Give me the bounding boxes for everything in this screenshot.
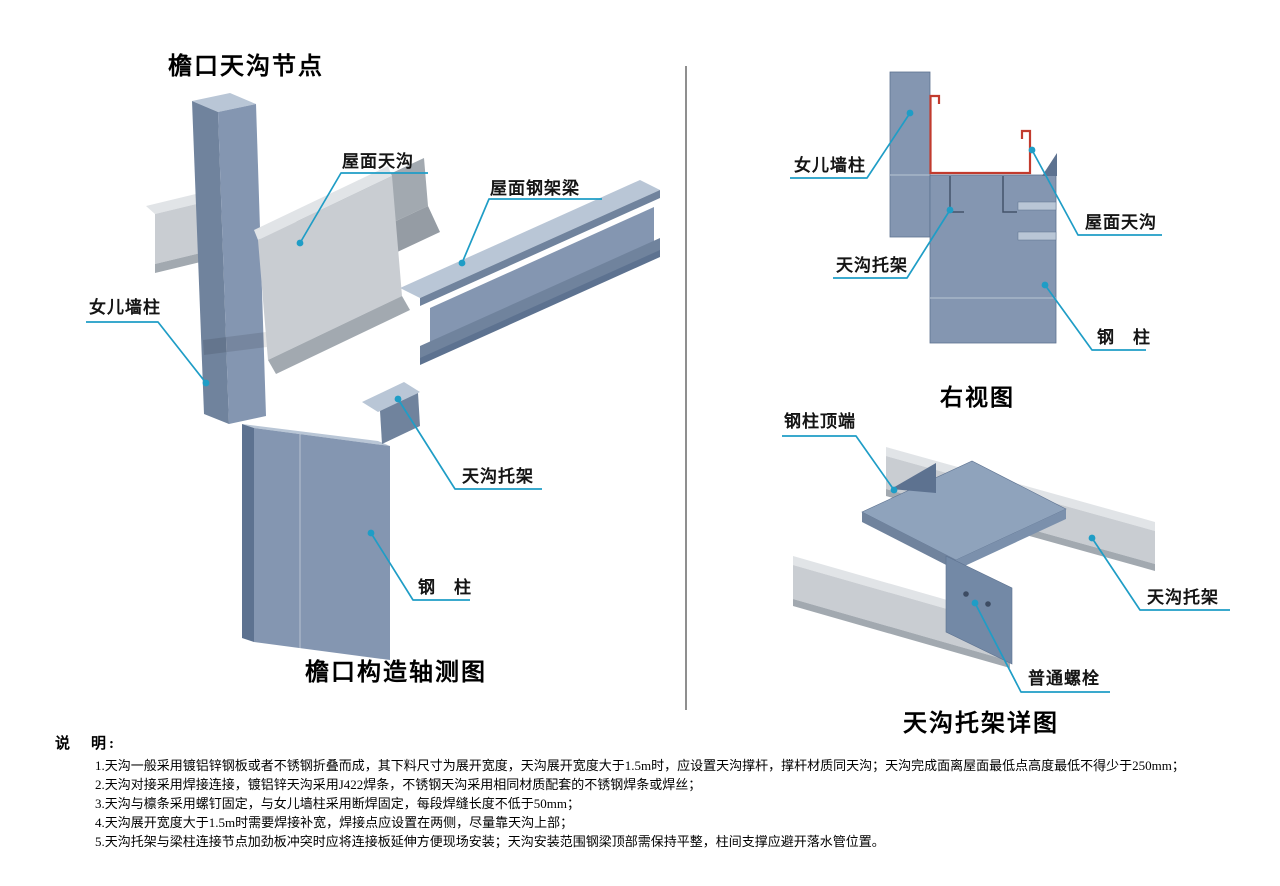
leader-gutter-bracket [397, 398, 542, 490]
leader-common-bolt [974, 602, 1110, 693]
notes-block: 说 明: 1.天沟一般采用镀铝锌钢板或者不锈钢折叠而成，其下料尺寸为展开宽度，天… [55, 732, 1270, 851]
note-line-2: 2.天沟对接采用焊接连接，镀铝锌天沟采用J422焊条，不锈钢天沟采用相同材质配套… [95, 777, 702, 792]
leader-dots [202, 109, 1096, 607]
iso-view-drawing [146, 93, 660, 660]
label-parapet-column: 女儿墙柱 [89, 298, 161, 317]
label-roof-gutter-2: 屋面天沟 [1085, 213, 1157, 232]
note-line-4: 4.天沟展开宽度大于1.5m时需要焊接补宽，焊接点应设置在两侧，尽量靠天沟上部； [95, 815, 574, 830]
parapet-column-shape [192, 93, 267, 424]
column-shelf-upper [1017, 201, 1057, 211]
leader-steel-column [370, 532, 470, 601]
leader-roof-gutter [299, 172, 428, 244]
note-line-1: 1.天沟一般采用镀铝锌钢板或者不锈钢折叠而成，其下料尺寸为展开宽度，天沟展开宽度… [95, 758, 1185, 773]
gutter-bracket-shape [362, 382, 420, 444]
roof-gutter-shape [254, 158, 440, 374]
label-parapet-column-2: 女儿墙柱 [794, 156, 866, 175]
label-gutter-bracket-2: 天沟托架 [836, 256, 908, 275]
caption-iso-view: 檐口构造轴测图 [305, 659, 487, 686]
label-common-bolt: 普通螺栓 [1028, 669, 1100, 688]
caption-bracket-detail: 天沟托架详图 [903, 710, 1059, 737]
steel-column-section [929, 174, 1057, 344]
bolt-1 [963, 591, 969, 597]
steel-column-shape [242, 424, 390, 660]
sheet-title: 檐口天沟节点 [168, 53, 324, 80]
leader-parapet-column [86, 321, 207, 384]
note-line-5: 5.天沟托架与梁柱连接节点加劲板冲突时应将连接板延伸方便现场安装；天沟安装范围钢… [95, 834, 885, 849]
label-gutter-bracket: 天沟托架 [462, 467, 534, 486]
leader-column-top [782, 435, 895, 491]
parapet-column-section [889, 71, 931, 238]
notes-heading: 说 明: [55, 736, 117, 752]
leader-lines [86, 112, 1230, 693]
roof-beam-shape [400, 180, 660, 365]
label-roof-beam: 屋面钢架梁 [490, 179, 580, 198]
top-gusset [891, 463, 936, 493]
note-line-3: 3.天沟与檩条采用螺钉固定，与女儿墙柱采用断焊固定，每段焊缝长度不低于50mm； [95, 796, 580, 811]
column-shelf-lower [1017, 231, 1057, 241]
right-view-drawing [889, 71, 1057, 344]
leader-parapet-column-2 [790, 112, 911, 179]
bolt-2 [985, 601, 991, 607]
leader-roof-gutter-2 [1031, 149, 1162, 236]
leader-gutter-bracket-2 [833, 209, 951, 279]
label-column-top: 钢柱顶端 [784, 412, 856, 431]
bracket-detail-drawing [793, 447, 1155, 668]
leader-gutter-bracket-3 [1091, 537, 1230, 611]
leader-roof-beam [461, 198, 602, 264]
label-steel-column: 钢 柱 [418, 578, 472, 597]
label-steel-column-2: 钢 柱 [1097, 328, 1151, 347]
caption-right-view: 右视图 [940, 384, 1015, 410]
label-roof-gutter: 屋面天沟 [342, 152, 414, 171]
gutter-profile-red [929, 94, 1032, 175]
gusset-plate [1042, 153, 1057, 176]
leader-steel-column-2 [1044, 284, 1146, 351]
panel-divider [685, 66, 687, 710]
label-gutter-bracket-3: 天沟托架 [1147, 588, 1219, 607]
